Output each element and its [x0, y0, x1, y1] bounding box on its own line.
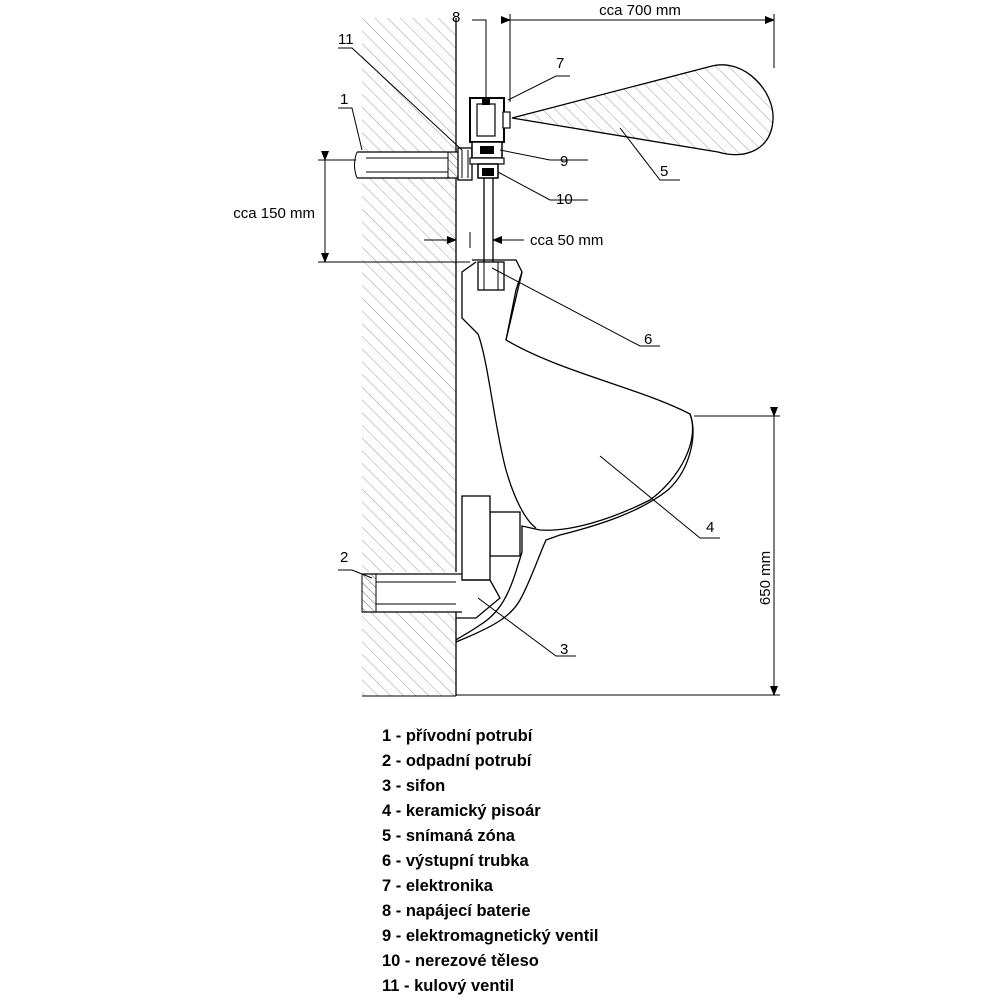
callout-11: 11	[338, 31, 354, 48]
dim-sensing-range: cca 700 mm	[501, 2, 775, 102]
dim-rim-height-label: 650 mm	[757, 551, 774, 605]
callout-2: 2	[340, 549, 348, 566]
siphon	[456, 579, 501, 619]
urinal-inlet	[477, 261, 505, 291]
callout-1: 1	[340, 91, 348, 108]
urinal	[455, 259, 694, 643]
legend-item: 8 - napájecí baterie	[382, 902, 531, 920]
legend-item: 9 - elektromagnetický ventil	[382, 927, 599, 945]
legend-item: 11 - kulový ventil	[382, 977, 515, 995]
legend-item: 7 - elektronika	[382, 877, 493, 895]
legend-item: 5 - snímaná zóna	[382, 827, 515, 845]
callout-5: 5	[660, 163, 668, 180]
wall	[362, 18, 457, 697]
battery	[476, 103, 496, 137]
callout-7: 7	[556, 55, 564, 72]
outlet-tube	[483, 178, 494, 262]
legend-item: 3 - sifon	[382, 777, 446, 795]
legend-item: 1 - přívodní potrubí	[382, 727, 533, 745]
callout-4: 4	[706, 519, 714, 536]
dim-sensing-range-label: cca 700 mm	[599, 2, 681, 19]
callout-6: 6	[644, 331, 652, 348]
callout-10: 10	[556, 191, 573, 208]
urinal-outlet	[489, 511, 521, 557]
dim-valve-height-label: cca 150 mm	[233, 205, 315, 222]
legend-item: 2 - odpadní potrubí	[382, 752, 532, 770]
waste-pipe	[361, 573, 462, 613]
dim-wall-gap: cca 50 mm	[424, 232, 603, 249]
supply-pipe	[354, 151, 459, 179]
callout-leaders	[338, 19, 720, 657]
dim-valve-height: cca 150 mm	[233, 151, 470, 263]
dim-rim-height: 650 mm	[694, 407, 780, 696]
sensor-window	[502, 111, 511, 129]
legend-item: 4 - keramický pisoár	[382, 802, 541, 820]
legend-item: 6 - výstupní trubka	[382, 852, 529, 870]
callout-8: 8	[452, 9, 460, 26]
legend: 1 - přívodní potrubí 2 - odpadní potrubí…	[382, 724, 598, 999]
legend-item: 10 - nerezové těleso	[382, 952, 539, 970]
callout-3: 3	[560, 641, 568, 658]
callout-9: 9	[560, 153, 568, 170]
dim-wall-gap-label: cca 50 mm	[530, 232, 603, 249]
sensing-zone	[511, 64, 774, 156]
flush-unit	[469, 97, 511, 179]
